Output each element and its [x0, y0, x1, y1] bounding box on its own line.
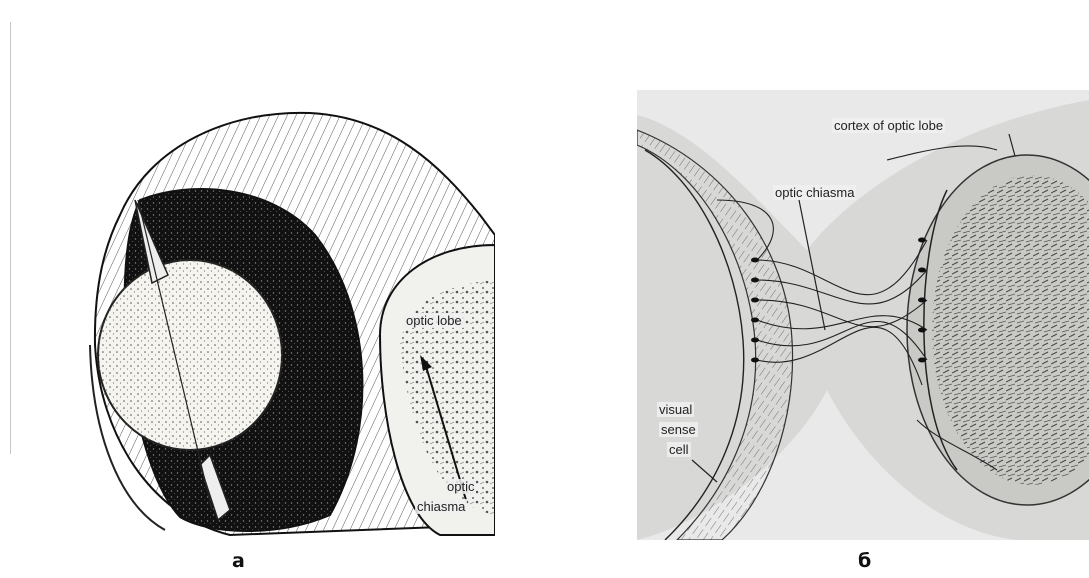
- label-optic-lobe: optic lobe: [404, 313, 464, 328]
- label-visual-sense-cell-line3: cell: [667, 442, 691, 457]
- label-optic-chiasma-b: optic chiasma: [773, 185, 856, 200]
- caption-b: б: [858, 550, 871, 572]
- label-visual-sense-cell-line2: sense: [659, 422, 698, 437]
- left-divider-line: [10, 22, 11, 454]
- label-cortex-of-optic-lobe: cortex of optic lobe: [832, 118, 945, 133]
- label-optic-chiasma-a-line1: optic: [445, 479, 476, 494]
- eye-section-illustration: optic lobe optic chiasma: [80, 105, 495, 543]
- caption-a: а: [232, 550, 245, 572]
- label-visual-sense-cell-line1: visual: [657, 402, 694, 417]
- label-optic-chiasma-a-line2: chiasma: [415, 499, 467, 514]
- chiasma-drawing: [637, 90, 1089, 540]
- chiasma-schematic-illustration: cortex of optic lobe optic chiasma visua…: [637, 90, 1089, 540]
